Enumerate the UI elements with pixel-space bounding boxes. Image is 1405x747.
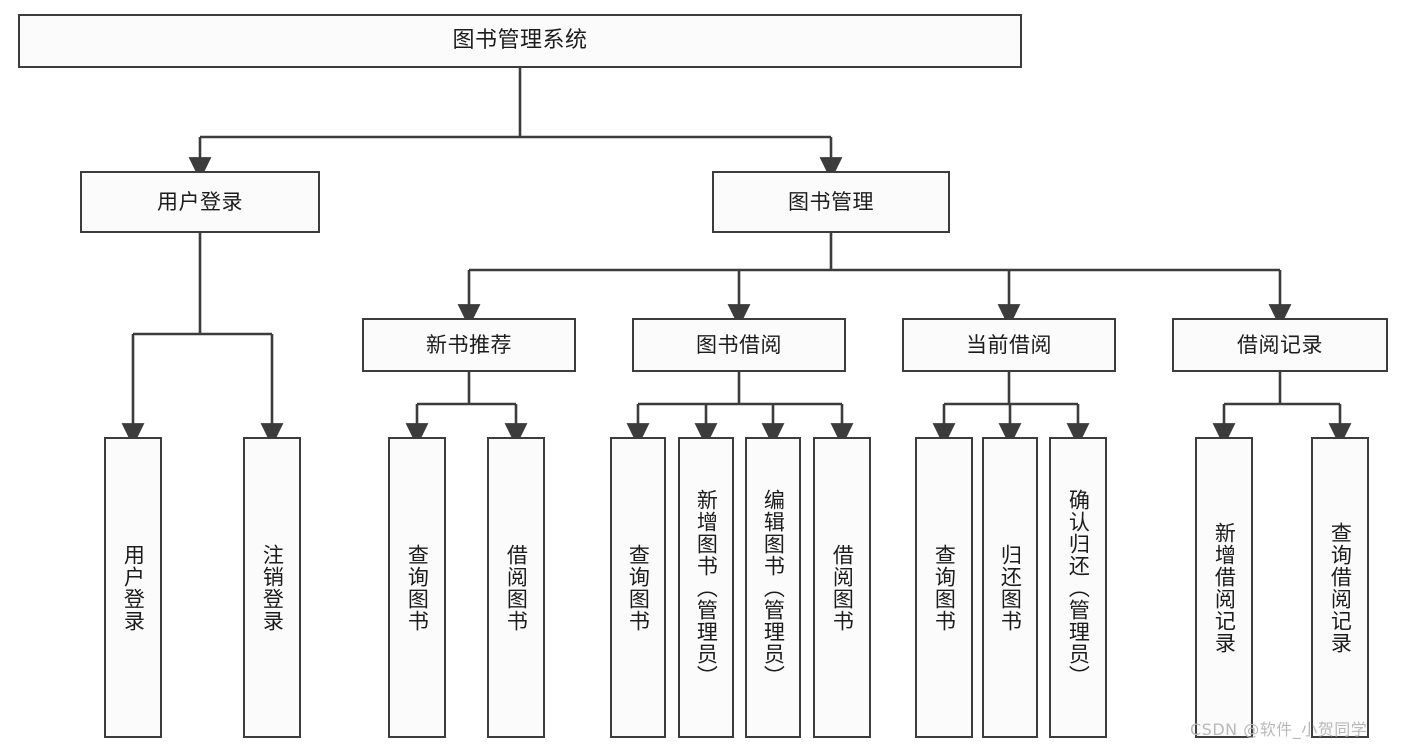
node-l_addbook[interactable]: 新增图书（管理员） [678, 437, 734, 738]
node-label: 注销登录 [260, 543, 285, 632]
node-label: 查询图书 [626, 543, 651, 632]
node-label: 新增图书（管理员） [694, 488, 719, 687]
node-bookmgmt[interactable]: 图书管理 [712, 171, 950, 233]
node-label: 归还图书 [998, 543, 1023, 632]
node-l_qrec[interactable]: 查询借阅记录 [1311, 437, 1369, 738]
node-l_login[interactable]: 用户登录 [104, 437, 162, 738]
node-label: 当前借阅 [966, 332, 1052, 357]
node-records[interactable]: 借阅记录 [1172, 318, 1388, 372]
node-l_logout[interactable]: 注销登录 [243, 437, 301, 738]
node-l_bbook2[interactable]: 借阅图书 [813, 437, 871, 738]
node-login[interactable]: 用户登录 [80, 171, 320, 233]
node-label: 用户登录 [157, 189, 243, 214]
node-l_qbook2[interactable]: 查询图书 [610, 437, 666, 738]
node-l_qbook3[interactable]: 查询图书 [915, 437, 973, 738]
node-label: 借阅记录 [1237, 332, 1323, 357]
node-label: 图书管理系统 [452, 28, 588, 54]
node-label: 查询图书 [405, 543, 430, 632]
node-label: 图书借阅 [696, 332, 782, 357]
edge-group [121, 68, 1352, 447]
node-root[interactable]: 图书管理系统 [18, 14, 1022, 68]
node-label: 用户登录 [121, 543, 146, 632]
node-current[interactable]: 当前借阅 [902, 318, 1116, 372]
node-label: 编辑图书（管理员） [761, 488, 786, 687]
node-label: 图书管理 [788, 189, 874, 214]
node-l_return[interactable]: 归还图书 [982, 437, 1038, 738]
node-label: 新增借阅记录 [1212, 521, 1237, 654]
node-l_confirm[interactable]: 确认归还（管理员） [1049, 437, 1107, 738]
node-borrow[interactable]: 图书借阅 [632, 318, 846, 372]
node-label: 查询借阅记录 [1328, 521, 1353, 654]
node-newrec[interactable]: 新书推荐 [362, 318, 576, 372]
node-label: 借阅图书 [504, 543, 529, 632]
node-l_addrec[interactable]: 新增借阅记录 [1195, 437, 1253, 738]
node-l_qbook1[interactable]: 查询图书 [388, 437, 446, 738]
node-label: 新书推荐 [426, 332, 512, 357]
node-l_editbook[interactable]: 编辑图书（管理员） [745, 437, 801, 738]
node-l_bbook1[interactable]: 借阅图书 [487, 437, 545, 738]
node-label: 借阅图书 [830, 543, 855, 632]
csdn-watermark: CSDN @软件_小贺同学 [1190, 720, 1368, 739]
node-label: 查询图书 [932, 543, 957, 632]
node-label: 确认归还（管理员） [1066, 488, 1091, 687]
